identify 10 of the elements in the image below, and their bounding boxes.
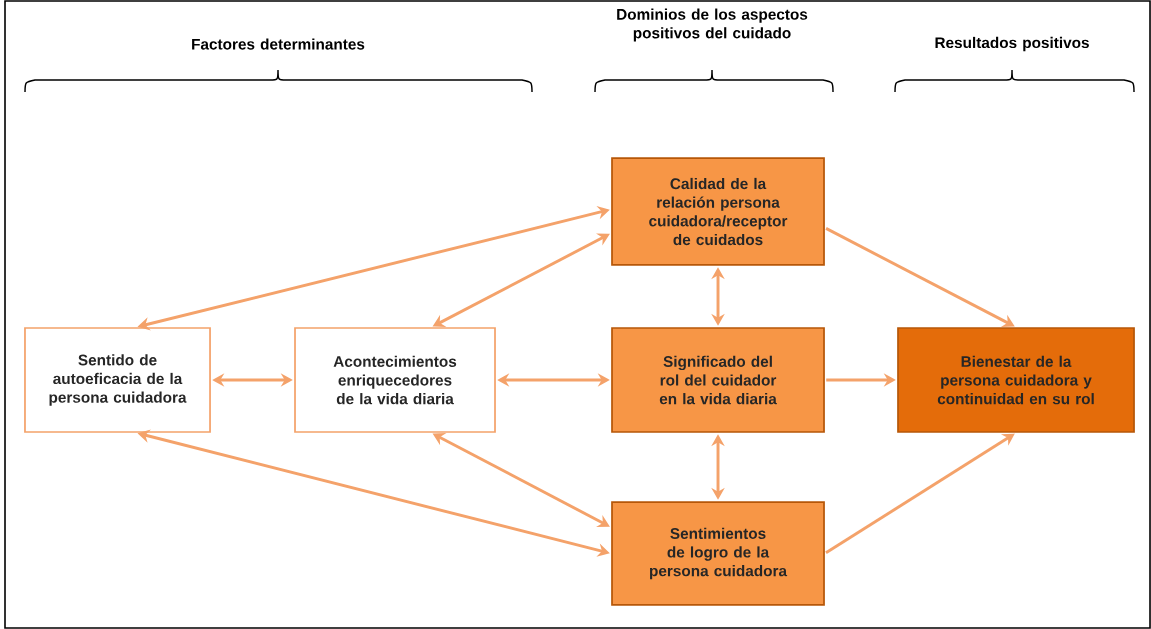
domain-box: Calidad de la relación persona cuidadora/receptor de cuidados: [611, 157, 825, 266]
domain-box: Significado del rol del cuidador en la vida diaria: [611, 327, 825, 433]
heading: Factores determinantes: [192, 38, 365, 50]
heading: Resultados positivos: [935, 36, 1089, 52]
factor-box: Sentido de autoeficacia de la persona cuidadora: [24, 327, 211, 433]
heading: Dominios de los aspectos positivos del cuidado: [617, 8, 808, 42]
domain-box: Sentimientos de logro de la persona cuidadora: [611, 501, 825, 606]
factor-box: Acontecimientos enriquecedores de la vida diaria: [294, 327, 496, 433]
outcome-box: Bienestar de la persona cuidadora y continuidad en su rol: [897, 327, 1135, 433]
arrow: [825, 433, 1015, 555]
